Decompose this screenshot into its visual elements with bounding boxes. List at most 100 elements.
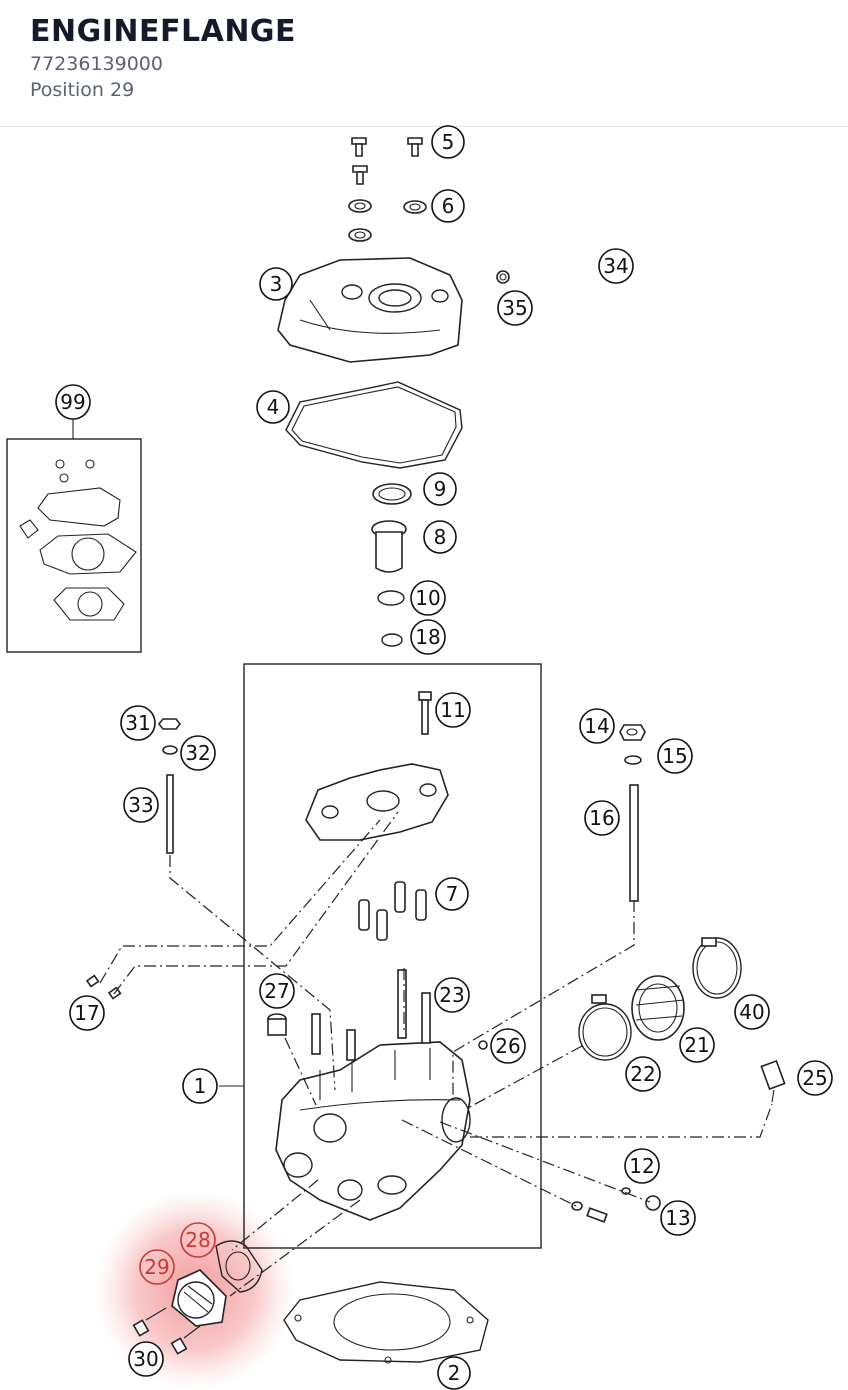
- svg-text:6: 6: [442, 194, 455, 218]
- part-washer-32[interactable]: [162, 745, 178, 755]
- part-stud-33[interactable]: [166, 774, 174, 854]
- callout-3[interactable]: 3: [259, 267, 293, 301]
- callout-17[interactable]: 17: [69, 995, 105, 1031]
- part-bolt-11[interactable]: [418, 691, 432, 735]
- callout-33[interactable]: 33: [123, 787, 159, 823]
- callout-13[interactable]: 13: [660, 1200, 696, 1236]
- svg-text:13: 13: [665, 1206, 690, 1230]
- svg-text:32: 32: [185, 741, 210, 765]
- callout-32[interactable]: 32: [180, 735, 216, 771]
- svg-text:28: 28: [185, 1228, 210, 1252]
- svg-text:30: 30: [133, 1347, 158, 1371]
- callout-8[interactable]: 8: [423, 520, 457, 554]
- callout-1[interactable]: 1: [182, 1068, 218, 1104]
- svg-text:27: 27: [264, 979, 289, 1003]
- callout-14[interactable]: 14: [579, 708, 615, 744]
- part-cylinder-head-1[interactable]: [275, 1041, 471, 1221]
- svg-text:10: 10: [415, 586, 440, 610]
- callout-29-selected[interactable]: 29: [139, 1249, 175, 1285]
- part-sensor-27[interactable]: [267, 1013, 287, 1036]
- callout-40[interactable]: 40: [734, 994, 770, 1030]
- part-gasket-kit-99: [19, 459, 137, 621]
- callout-26[interactable]: 26: [490, 1028, 526, 1064]
- callout-28[interactable]: 28: [180, 1222, 216, 1258]
- callout-23[interactable]: 23: [434, 977, 470, 1013]
- svg-text:21: 21: [684, 1033, 709, 1057]
- part-cylinder-gasket-2[interactable]: [283, 1281, 489, 1364]
- callout-22[interactable]: 22: [625, 1056, 661, 1092]
- part-screw-26[interactable]: [478, 1040, 488, 1050]
- part-stud-16[interactable]: [629, 784, 639, 902]
- part-gasket-4[interactable]: [285, 381, 463, 469]
- part-valve-cover-3[interactable]: [277, 257, 463, 363]
- part-screws-30[interactable]: [132, 1307, 201, 1355]
- svg-text:99: 99: [60, 390, 85, 414]
- callout-10[interactable]: 10: [410, 580, 446, 616]
- part-valve-guides-7[interactable]: [358, 881, 427, 941]
- svg-text:34: 34: [603, 254, 628, 278]
- position-label: Position 29: [30, 79, 135, 101]
- svg-text:11: 11: [440, 698, 465, 722]
- svg-text:23: 23: [439, 983, 464, 1007]
- part-seals-6[interactable]: [348, 199, 427, 242]
- svg-text:1: 1: [194, 1074, 207, 1098]
- page-title: ENGINEFLANGE: [30, 14, 297, 49]
- assembly-lines: [99, 811, 773, 1297]
- svg-text:12: 12: [629, 1154, 654, 1178]
- callout-4[interactable]: 4: [256, 390, 290, 424]
- part-engine-flange-29[interactable]: [171, 1269, 227, 1327]
- callout-11[interactable]: 11: [435, 692, 471, 728]
- part-camshaft-bridge[interactable]: [305, 763, 449, 841]
- part-bolts-12-13[interactable]: [571, 1187, 661, 1223]
- callout-7[interactable]: 7: [435, 877, 469, 911]
- part-sensor-25[interactable]: [760, 1059, 786, 1103]
- svg-text:16: 16: [589, 806, 614, 830]
- part-bolts-5[interactable]: [351, 137, 423, 185]
- callout-15[interactable]: 15: [657, 738, 693, 774]
- svg-text:17: 17: [74, 1001, 99, 1025]
- callout-18[interactable]: 18: [410, 619, 446, 655]
- part-nut-14[interactable]: [619, 724, 646, 741]
- svg-text:7: 7: [446, 882, 459, 906]
- part-ring-9[interactable]: [372, 483, 412, 505]
- part-screws-17[interactable]: [85, 974, 122, 1000]
- part-washer-15[interactable]: [624, 755, 642, 765]
- callout-9[interactable]: 9: [423, 472, 457, 506]
- svg-text:9: 9: [434, 477, 447, 501]
- part-clamp-22[interactable]: [578, 994, 632, 1061]
- part-studs[interactable]: [311, 969, 431, 1061]
- callout-35[interactable]: 35: [497, 290, 533, 326]
- svg-text:8: 8: [434, 525, 447, 549]
- cylinder-head-box: [243, 663, 542, 1249]
- callout-21[interactable]: 21: [679, 1027, 715, 1063]
- callout-30[interactable]: 30: [128, 1341, 164, 1377]
- svg-text:14: 14: [584, 714, 609, 738]
- svg-text:22: 22: [630, 1062, 655, 1086]
- callout-12[interactable]: 12: [624, 1148, 660, 1184]
- svg-text:3: 3: [270, 272, 283, 296]
- callout-16[interactable]: 16: [584, 800, 620, 836]
- part-oring-18[interactable]: [381, 633, 403, 647]
- part-clamp-40[interactable]: [692, 937, 742, 999]
- part-oring-10[interactable]: [377, 590, 405, 606]
- svg-text:29: 29: [144, 1255, 169, 1279]
- svg-text:25: 25: [802, 1066, 827, 1090]
- part-flange-gasket-28[interactable]: [215, 1240, 263, 1293]
- callout-99[interactable]: 99: [55, 384, 91, 420]
- header: ENGINEFLANGE 77236139000 Position 29: [0, 0, 848, 127]
- callout-31[interactable]: 31: [120, 705, 156, 741]
- svg-text:5: 5: [442, 130, 455, 154]
- part-intake-rubber-21[interactable]: [631, 975, 685, 1041]
- callout-5[interactable]: 5: [431, 125, 465, 159]
- callout-25[interactable]: 25: [797, 1060, 833, 1096]
- part-sleeve-8[interactable]: [371, 520, 407, 573]
- gasket-kit-box[interactable]: [6, 438, 142, 653]
- part-nut-31[interactable]: [157, 718, 182, 730]
- callout-34[interactable]: 34: [598, 248, 634, 284]
- callout-27[interactable]: 27: [259, 973, 295, 1009]
- callout-2[interactable]: 2: [437, 1356, 471, 1390]
- part-breather-hose-34[interactable]: [549, 234, 686, 656]
- svg-text:2: 2: [448, 1361, 461, 1385]
- callout-6[interactable]: 6: [431, 189, 465, 223]
- part-clamp-35[interactable]: [496, 270, 510, 284]
